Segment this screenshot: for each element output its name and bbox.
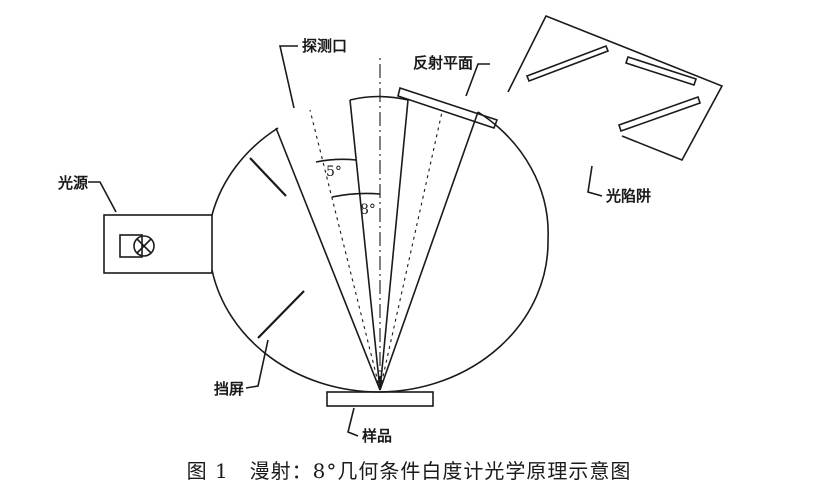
light-source-label: 光源 [57,174,88,192]
sample-plate [326,391,434,407]
sphere-outline [211,111,549,393]
baffle-label: 挡屏 [214,380,244,398]
lower-baffle [257,290,305,339]
probe-port-label: 探测口 [302,37,347,55]
angle-8-label: 8° [360,202,376,218]
light-source-housing [103,214,213,274]
probe-port-arc [349,95,409,101]
reflective-plane-label: 反射平面 [413,54,473,72]
angle-8-arc [331,192,381,198]
reflective-plane [397,86,499,130]
light-trap-leader [587,165,603,197]
sample-label: 样品 [362,427,392,445]
angle-5-arc [315,158,357,163]
baffle-leader [245,339,269,389]
probe-port-leader [278,45,298,109]
figure-caption: 图 1 漫射：8°几何条件白度计光学原理示意图 [187,459,632,483]
reflective-plane-leader [465,63,490,97]
light-trap-label: 光陷阱 [605,187,651,205]
lamp-socket [119,234,143,258]
light-source-leader [88,181,117,213]
sample-leader [347,407,359,437]
angle-5-label: 5° [326,164,342,180]
lamp-icon [133,235,155,257]
upper-baffle [249,157,287,197]
light-trap [507,14,724,162]
optical-paths [275,58,479,391]
